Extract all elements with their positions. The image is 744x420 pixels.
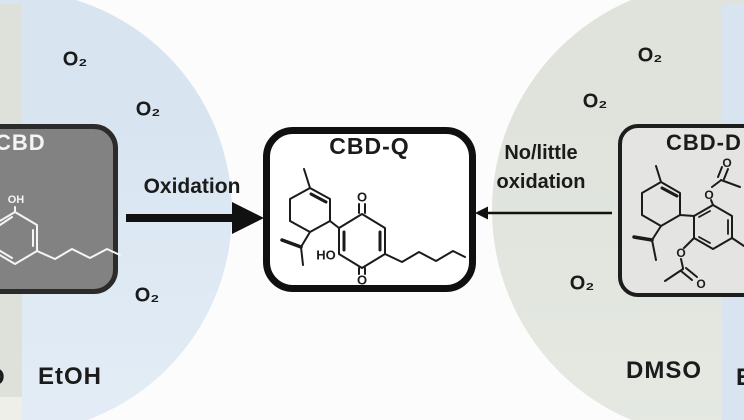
ho-atom-label: HO (316, 248, 336, 263)
cbd-box (0, 124, 118, 294)
benzene-ring (693, 204, 733, 250)
no-oxidation-arrow-label: No/little oxidation (497, 139, 586, 197)
bond-lines (289, 168, 340, 266)
etoh-solvent-label: EtOH (38, 363, 102, 390)
bond-lines (0, 206, 121, 265)
o2-label: O₂ (582, 90, 608, 113)
double-bond (309, 192, 328, 204)
o-atom-label: O (676, 246, 685, 260)
arrow-head (475, 206, 488, 220)
cbd-da-box-title: CBD-D (666, 130, 742, 155)
cbd-box-title: CBD (0, 130, 46, 155)
o2-label: O₂ (569, 272, 595, 295)
no-oxidation-arrow (475, 206, 612, 220)
o2-label: O₂ (135, 98, 161, 121)
wedge-bond (632, 235, 654, 242)
o2-label: O₂ (134, 284, 160, 307)
cbd-q-box-title: CBD-Q (329, 133, 410, 159)
o2-label: O₂ (637, 44, 663, 67)
arrow-head (232, 202, 264, 234)
wedge-bond (280, 238, 303, 249)
no-oxidation-arrow-label-line1: No/little (504, 142, 578, 164)
oxidation-arrow-label: Oxidation (143, 175, 241, 198)
left-edge-strip-tail (0, 397, 22, 420)
double-bond (660, 186, 679, 198)
no-oxidation-arrow-label-line2: oxidation (496, 171, 586, 193)
ester-bonds (664, 179, 744, 282)
cbd-structure: OH (0, 194, 121, 265)
o-atom-label: O (696, 277, 705, 291)
cbd-q-structure: O HO O (280, 168, 466, 288)
oh-atom-label: OH (8, 194, 25, 206)
cbd-da-structure: O O O O (632, 156, 744, 291)
o-atom-label: O (357, 190, 367, 205)
aromatic-double-bonds (698, 210, 729, 244)
o-atom-label: O (704, 188, 713, 202)
o-atom-label: O (357, 273, 367, 288)
o-atom-label: O (722, 156, 731, 170)
o2-label: O₂ (62, 48, 88, 71)
carbonyl-double-bonds (680, 166, 729, 281)
dmso-solvent-label: DMSO (626, 357, 702, 384)
oxidation-arrow (126, 202, 264, 234)
quinone-ring (338, 203, 466, 275)
edge-partial-text: E (736, 364, 744, 392)
edge-partial-text: O (0, 364, 6, 392)
quinone-double-bonds (342, 230, 382, 252)
bond-lines (641, 165, 695, 261)
